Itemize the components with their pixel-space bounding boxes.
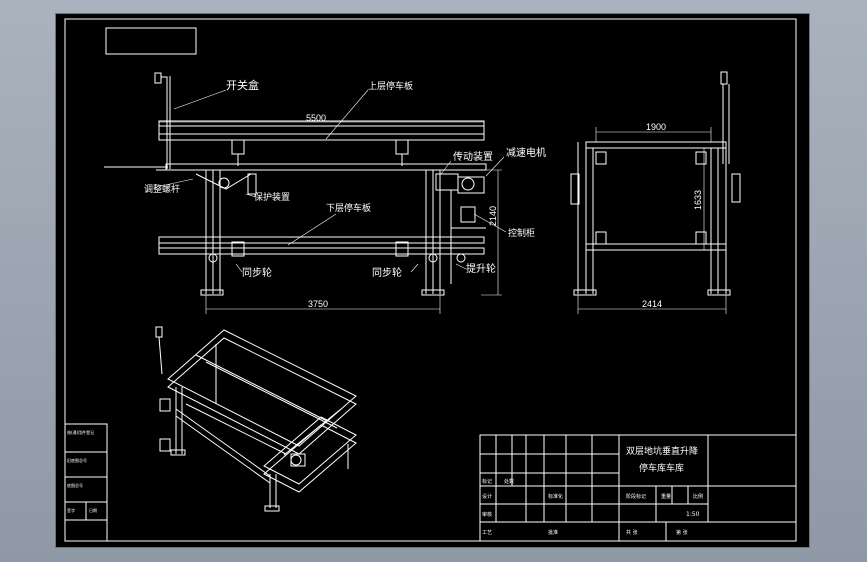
tb-col-8: 第 张 — [676, 529, 688, 536]
label-sync-wheel-1: 同步轮 — [242, 266, 272, 279]
strip-d: 签字 — [67, 507, 75, 513]
label-reducer-motor: 减速电机 — [506, 146, 546, 159]
dim-side-width-bottom: 2414 — [642, 299, 662, 309]
label-lift-wheel: 提升轮 — [466, 262, 496, 275]
drawing-canvas: 开关盒 上层停车板 传动装置 减速电机 调整螺杆 保护装置 下层停车板 同步轮 … — [64, 18, 797, 542]
switch-box-icon — [154, 72, 162, 84]
tb-col-6: 比例 — [693, 493, 703, 500]
label-upper-plate: 上层停车板 — [368, 80, 413, 92]
tb-col-3: 批准 — [548, 529, 558, 536]
label-protect-device: 保护装置 — [254, 191, 290, 203]
label-lower-plate: 下层停车板 — [326, 202, 371, 214]
tb-row-4: 工艺 — [482, 530, 492, 536]
side-view — [570, 71, 741, 314]
dim-side-width-top: 1900 — [646, 122, 666, 132]
dim-length-bottom: 3750 — [308, 299, 328, 309]
tb-col-5: 重量 — [661, 493, 671, 500]
tb-col-7: 共 张 — [626, 529, 638, 536]
tb-col-2: 标准化 — [548, 493, 563, 500]
dim-height: 2140 — [488, 206, 498, 226]
tb-col-4: 阶段标记 — [626, 493, 646, 500]
strip-b: 旧底图总号 — [67, 457, 87, 463]
inner-border — [64, 18, 797, 542]
tb-scale: 1:50 — [686, 511, 700, 518]
left-strip — [64, 423, 108, 542]
label-adjust-screw: 调整螺杆 — [144, 183, 180, 195]
strip-c: 底图总号 — [67, 482, 83, 488]
front-view — [104, 72, 507, 314]
tb-row-2: 设计 — [482, 493, 492, 500]
dim-length-top: 5500 — [306, 113, 326, 123]
strip-a: 借(通)用件登记 — [67, 429, 94, 435]
title-line-2: 停车库车库 — [639, 462, 684, 474]
label-switch-box: 开关盒 — [226, 78, 259, 92]
tb-col-1: 处数 — [504, 478, 514, 485]
label-transmission: 传动装置 — [453, 150, 493, 163]
code-box — [105, 27, 197, 55]
isometric-view — [155, 326, 357, 512]
dim-side-height: 1633 — [693, 190, 703, 210]
label-control-cabinet: 控制柜 — [508, 227, 535, 239]
tb-row-1: 标记 — [482, 478, 492, 485]
drawing-sheet[interactable]: 开关盒 上层停车板 传动装置 减速电机 调整螺杆 保护装置 下层停车板 同步轮 … — [55, 13, 810, 548]
tb-row-3: 审核 — [482, 511, 492, 518]
label-sync-wheel-2: 同步轮 — [372, 266, 402, 279]
title-line-1: 双层地坑垂直升降 — [626, 445, 698, 457]
strip-e: 日期 — [89, 507, 97, 513]
side-switch-icon — [720, 71, 728, 85]
title-block — [479, 434, 797, 542]
